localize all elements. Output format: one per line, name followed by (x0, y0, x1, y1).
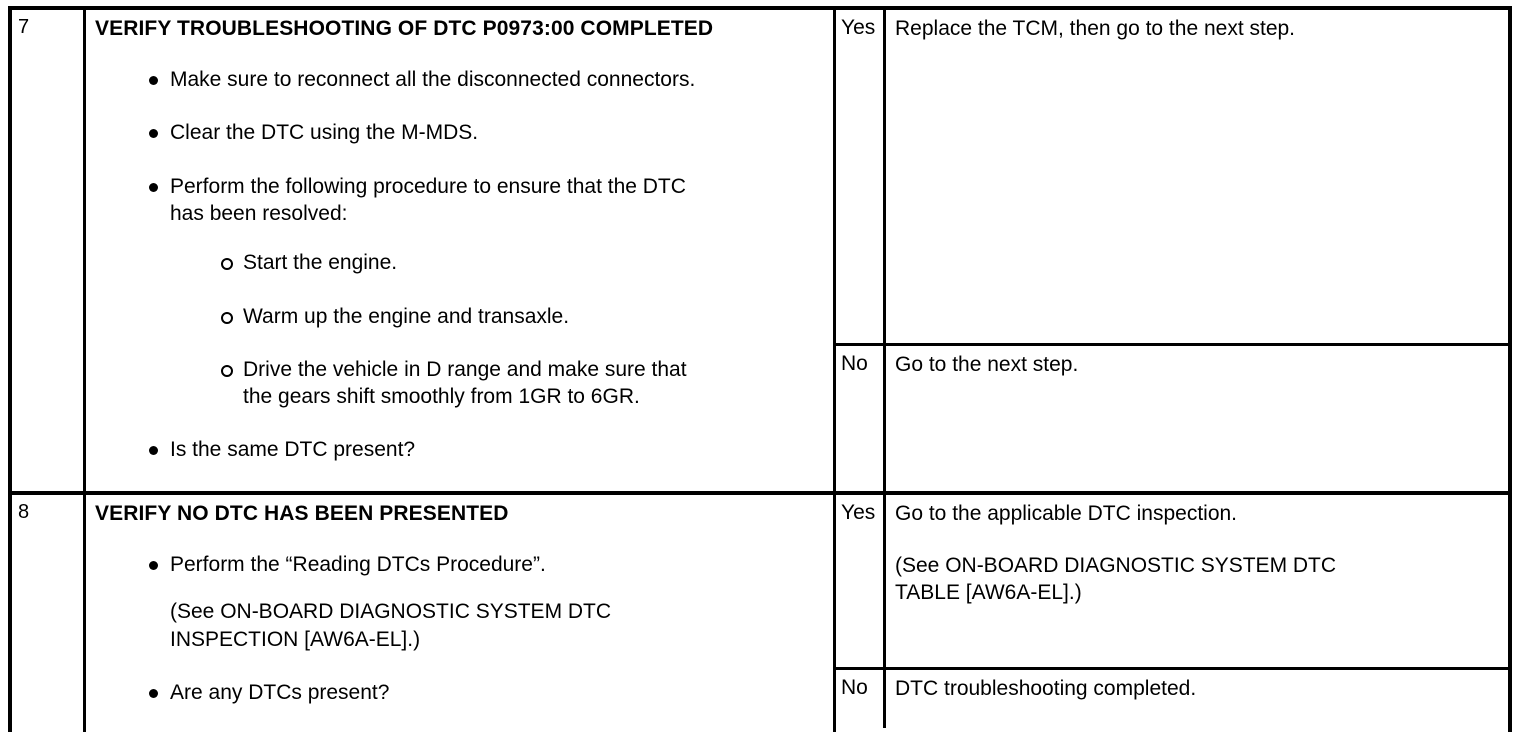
step-body-cell-8: VERIFY NO DTC HAS BEEN PRESENTED Perform… (86, 495, 836, 732)
list-item: Start the engine. (170, 249, 823, 276)
subbullet-text-line1: Drive the vehicle in D range and make su… (243, 357, 687, 381)
step-number-8: 8 (18, 501, 30, 523)
list-item: Perform the following procedure to ensur… (93, 173, 823, 411)
list-item: Clear the DTC using the M-MDS. (93, 119, 823, 146)
list-item: Perform the “Reading DTCs Procedure”. (93, 551, 823, 578)
bullet-text: Is the same DTC present? (170, 438, 416, 462)
result-label-no: No (836, 670, 886, 728)
list-item: Warm up the engine and transaxle. (170, 303, 823, 330)
action-paragraph: Go to the applicable DTC inspection. (895, 502, 1238, 525)
step-7-subbullet-list: Start the engine. Warm up the engine and… (170, 249, 823, 410)
result-action-yes: Go to the applicable DTC inspection. (Se… (886, 495, 1508, 667)
action-paragraph: DTC troubleshooting completed. (895, 677, 1197, 700)
action-reference-line1: (See ON-BOARD DIAGNOSTIC SYSTEM DTC (895, 553, 1337, 577)
subbullet-text-line2: the gears shift smoothly from 1GR to 6GR… (243, 385, 640, 409)
result-action-yes: Replace the TCM, then go to the next ste… (886, 10, 1508, 343)
result-row-yes: Yes Go to the applicable DTC inspection.… (836, 495, 1508, 670)
bullet-text-line1: Perform the following procedure to ensur… (170, 174, 686, 198)
subbullet-text: Warm up the engine and transaxle. (243, 304, 570, 328)
step-number-7: 7 (18, 16, 30, 38)
result-row-no: No Go to the next step. (836, 346, 1508, 491)
bullet-text: Make sure to reconnect all the disconnec… (170, 68, 696, 92)
step-number-cell-7: 7 (12, 10, 86, 491)
list-item-note: (See ON-BOARD DIAGNOSTIC SYSTEM DTC INSP… (93, 598, 823, 653)
subbullet-text: Start the engine. (243, 251, 398, 275)
table-row-step-7: 7 VERIFY TROUBLESHOOTING OF DTC P0973:00… (12, 10, 1508, 495)
result-label-no: No (836, 346, 886, 491)
step-number-cell-8: 8 (12, 495, 86, 732)
step-8-results: Yes Go to the applicable DTC inspection.… (836, 495, 1508, 732)
list-item: Are any DTCs present? (93, 679, 823, 706)
step-7-bullet-list: Make sure to reconnect all the disconnec… (93, 66, 823, 464)
action-reference: (See ON-BOARD DIAGNOSTIC SYSTEM DTC TABL… (895, 553, 1498, 607)
result-row-no: No DTC troubleshooting completed. (836, 670, 1508, 728)
step-8-bullet-list: Perform the “Reading DTCs Procedure”. (S… (93, 551, 823, 706)
list-item: Make sure to reconnect all the disconnec… (93, 66, 823, 93)
table-row-step-8: 8 VERIFY NO DTC HAS BEEN PRESENTED Perfo… (12, 495, 1508, 732)
list-item: Is the same DTC present? (93, 436, 823, 463)
result-action-no: Go to the next step. (886, 346, 1508, 491)
action-paragraph: Replace the TCM, then go to the next ste… (895, 17, 1296, 40)
bullet-text: Perform the “Reading DTCs Procedure”. (170, 553, 546, 577)
note-text-line1: (See ON-BOARD DIAGNOSTIC SYSTEM DTC (170, 600, 612, 624)
step-body-cell-7: VERIFY TROUBLESHOOTING OF DTC P0973:00 C… (86, 10, 836, 491)
step-7-results: Yes Replace the TCM, then go to the next… (836, 10, 1508, 491)
action-paragraph: Go to the next step. (895, 353, 1079, 376)
action-reference-line2: TABLE [AW6A-EL].) (895, 580, 1082, 604)
list-item: Drive the vehicle in D range and make su… (170, 356, 823, 411)
result-label-yes: Yes (836, 495, 886, 667)
step-title-7: VERIFY TROUBLESHOOTING OF DTC P0973:00 C… (95, 17, 714, 40)
step-title-8: VERIFY NO DTC HAS BEEN PRESENTED (95, 502, 509, 525)
result-row-yes: Yes Replace the TCM, then go to the next… (836, 10, 1508, 346)
bullet-text-line2: has been resolved: (170, 201, 348, 225)
result-action-no: DTC troubleshooting completed. (886, 670, 1508, 728)
result-label-yes: Yes (836, 10, 886, 343)
note-text-line2: INSPECTION [AW6A-EL].) (170, 627, 421, 651)
bullet-text: Clear the DTC using the M-MDS. (170, 121, 479, 145)
bullet-text: Are any DTCs present? (170, 680, 390, 704)
dtc-troubleshooting-table: 7 VERIFY TROUBLESHOOTING OF DTC P0973:00… (8, 6, 1512, 732)
